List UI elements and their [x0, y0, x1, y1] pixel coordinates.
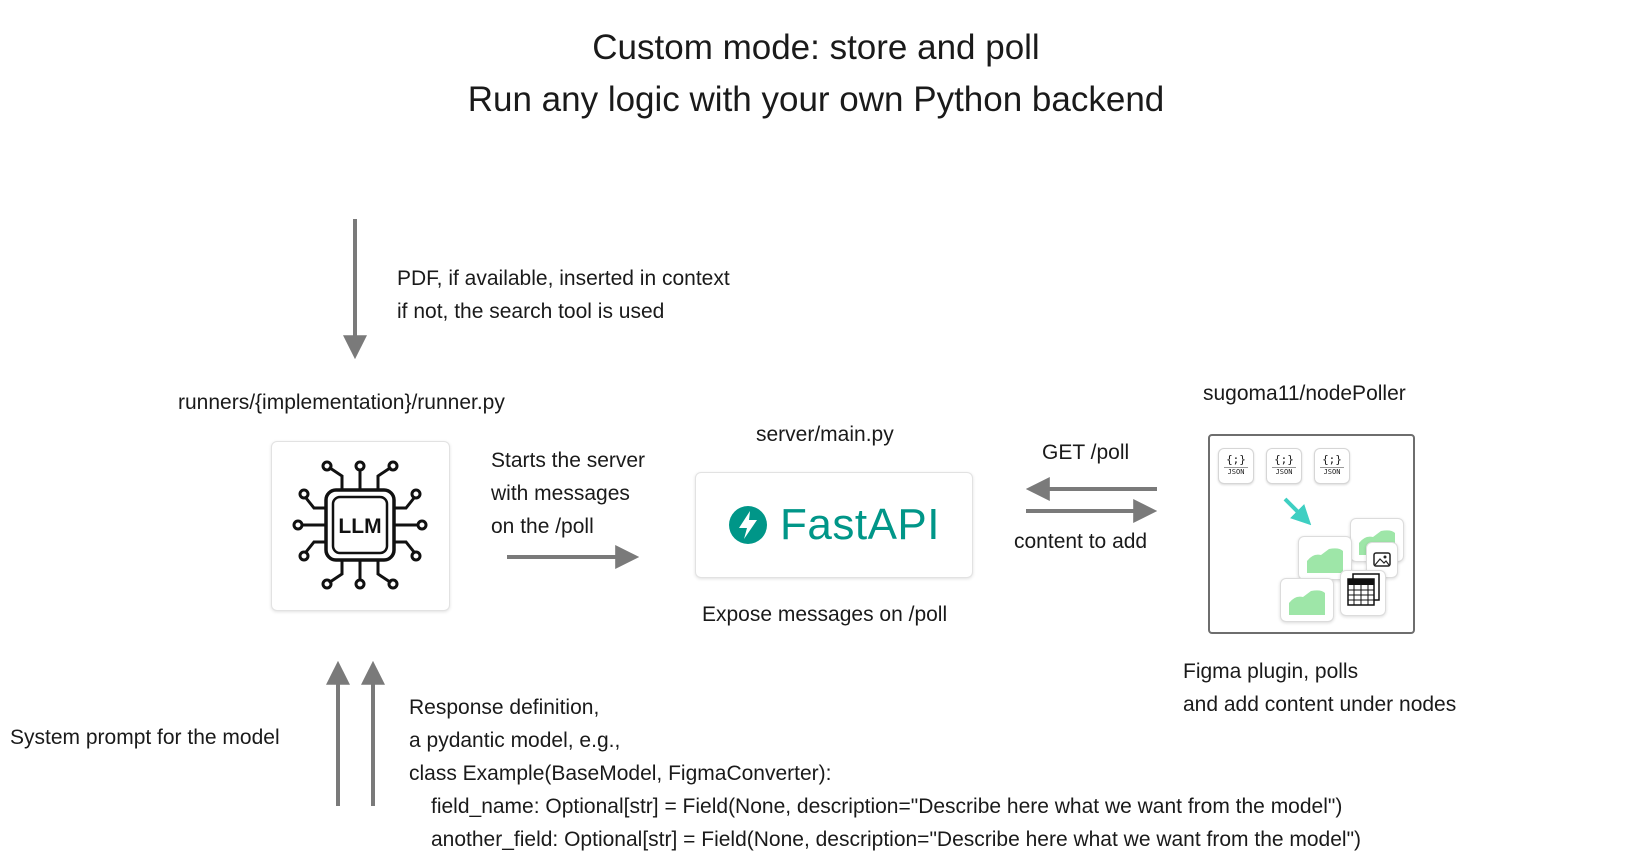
server-path-label: server/main.py: [756, 423, 894, 446]
teal-arrow-icon: [1283, 497, 1312, 526]
green-chart-icon: [1307, 548, 1343, 573]
starts-server-line1: Starts the server: [491, 449, 646, 472]
diagram-subtitle: Run any logic with your own Python backe…: [467, 80, 1165, 119]
plugin-caption: Figma plugin, polls and add content unde…: [1183, 655, 1456, 721]
json-glyph: {;}: [1226, 453, 1246, 466]
llm-card: LLM: [271, 441, 450, 611]
image-icon: [1373, 552, 1391, 567]
fastapi-logo-text: FastAPI: [780, 500, 940, 549]
input-note: PDF, if available, inserted in context i…: [397, 262, 730, 328]
response-def-line2: a pydantic model, e.g.,: [409, 729, 621, 752]
fastapi-logo-icon: [729, 506, 767, 544]
json-label: JSON: [1320, 467, 1344, 476]
response-def-line3: class Example(BaseModel, FigmaConverter)…: [409, 762, 832, 785]
runner-path-label: runners/{implementation}/runner.py: [178, 391, 505, 414]
json-glyph: {;}: [1274, 453, 1294, 466]
input-note-line2: if not, the search tool is used: [397, 300, 665, 323]
starts-server-line2: with messages: [491, 482, 630, 505]
table-icon: [1347, 573, 1380, 606]
get-poll-label: GET /poll: [1042, 441, 1130, 464]
server-caption: Expose messages on /poll: [702, 603, 948, 626]
json-file-icon: {;} JSON: [1266, 448, 1302, 484]
response-def-line4: field_name: Optional[str] = Field(None, …: [431, 795, 1343, 818]
json-file-icon: {;} JSON: [1314, 448, 1350, 484]
json-label: JSON: [1272, 467, 1296, 476]
response-def-line5: another_field: Optional[str] = Field(Non…: [431, 828, 1362, 851]
response-def-line1: Response definition,: [409, 696, 600, 719]
fastapi-card: FastAPI: [695, 472, 973, 578]
starts-server-note: Starts the server with messages on the /…: [491, 444, 645, 543]
input-note-line1: PDF, if available, inserted in context: [397, 267, 730, 290]
json-label: JSON: [1224, 467, 1248, 476]
llm-chip-label: LLM: [338, 515, 381, 538]
figma-plugin-box: {;} JSON {;} JSON {;} JSON: [1208, 434, 1415, 634]
json-file-icon: {;} JSON: [1218, 448, 1254, 484]
green-chart-icon: [1289, 590, 1325, 615]
plugin-caption-line1: Figma plugin, polls: [1183, 660, 1359, 683]
table-tile: [1340, 570, 1386, 616]
starts-server-line3: on the /poll: [491, 515, 594, 538]
plugin-repo-label: sugoma11/nodePoller: [1203, 382, 1406, 405]
json-glyph: {;}: [1322, 453, 1342, 466]
node-tile: [1280, 578, 1334, 622]
response-definition: Response definition, a pydantic model, e…: [409, 691, 1361, 856]
llm-chip-icon: LLM: [292, 460, 428, 590]
plugin-caption-line2: and add content under nodes: [1183, 693, 1457, 716]
content-to-add-label: content to add: [1014, 530, 1148, 553]
diagram-title: Custom mode: store and poll: [592, 28, 1040, 67]
system-prompt-label: System prompt for the model: [10, 726, 280, 749]
